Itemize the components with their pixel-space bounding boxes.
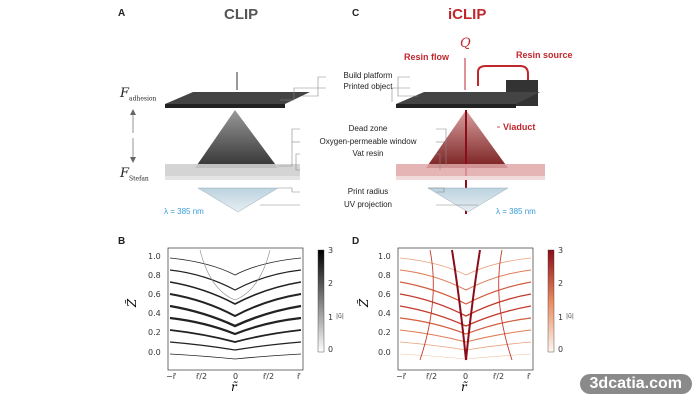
f-stefan-subscript: Stefan bbox=[129, 175, 149, 183]
plot-b-xlabel: r̃ bbox=[231, 380, 237, 394]
clip-vat-resin bbox=[165, 164, 300, 176]
panel-letter-c: C bbox=[352, 8, 360, 19]
plot-b-ytick: 0.4 bbox=[148, 309, 161, 318]
plot-b-cbar-tick: 0 bbox=[328, 345, 334, 354]
iclip-window bbox=[396, 176, 545, 180]
label-wavelength-iclip: λ = 385 nm bbox=[496, 207, 536, 216]
f-adhesion-subscript: adhesion bbox=[129, 95, 157, 103]
resin-tube bbox=[477, 65, 529, 86]
plot-d-xtick: 0 bbox=[463, 372, 469, 381]
plot-d-xtick: r̃ bbox=[527, 372, 531, 381]
label-build-platform: Build platform bbox=[343, 71, 393, 80]
plot-b-ytick: 0.6 bbox=[148, 290, 161, 299]
label-dead-zone: Dead zone bbox=[348, 124, 388, 133]
plot-b-ytick: 0.2 bbox=[148, 328, 161, 337]
plot-b-cbar-tick: 1 bbox=[328, 313, 334, 322]
label-q: Q bbox=[460, 36, 471, 51]
plot-d-ytick: 0.8 bbox=[378, 271, 391, 280]
f-stefan-label: FStefan bbox=[120, 166, 149, 183]
plot-b-ytick: 1.0 bbox=[148, 252, 161, 261]
label-vat-resin: Vat resin bbox=[352, 149, 384, 158]
plot-d bbox=[397, 247, 555, 371]
plot-d-ylabel: Z̃ bbox=[357, 298, 372, 308]
plot-d-ytick: 1.0 bbox=[378, 252, 391, 261]
iclip-platform-edge bbox=[396, 104, 516, 108]
clip-diagram bbox=[130, 72, 310, 213]
plot-d-cbar-tick: 0 bbox=[558, 345, 564, 354]
plot-b-xtick: r̃ bbox=[297, 372, 301, 381]
plot-d-ytick: 0.4 bbox=[378, 309, 391, 318]
plot-d-xtick: r̃/2 bbox=[493, 372, 505, 381]
label-printed-object: Printed object bbox=[343, 82, 393, 91]
plot-b-xtick: r̃/2 bbox=[196, 372, 208, 381]
leader-lines bbox=[260, 76, 478, 206]
label-viaduct: Viaduct bbox=[503, 122, 536, 132]
plot-b-cbar-label: |ũ| bbox=[336, 313, 344, 320]
plot-d-colorbar bbox=[547, 249, 555, 353]
clip-platform-edge bbox=[165, 104, 285, 108]
plot-b-xtick: −r̃ bbox=[166, 372, 176, 381]
plot-b-ytick: 0.0 bbox=[148, 348, 161, 357]
label-wavelength-clip: λ = 385 nm bbox=[164, 207, 204, 216]
iclip-uv-projection bbox=[427, 187, 509, 213]
plot-b-ylabel: Z̃ bbox=[125, 298, 140, 308]
plot-b bbox=[167, 247, 325, 371]
f-adhesion-label: Fadhesion bbox=[120, 86, 156, 103]
panel-letter-b: B bbox=[118, 236, 126, 247]
watermark-badge: 3dcatia.com bbox=[579, 374, 692, 394]
plot-b-xtick: r̃/2 bbox=[263, 372, 275, 381]
label-print-radius: Print radius bbox=[347, 187, 389, 196]
label-uv-projection: UV projection bbox=[343, 200, 393, 209]
plot-b-xtick: 0 bbox=[233, 372, 239, 381]
plot-b-colorbar bbox=[317, 249, 325, 353]
plot-d-ytick: 0.2 bbox=[378, 328, 391, 337]
panel-letter-a: A bbox=[118, 8, 126, 19]
plot-d-cbar-tick: 1 bbox=[558, 313, 564, 322]
f-adhesion-symbol: F bbox=[120, 86, 130, 101]
clip-build-platform bbox=[165, 92, 310, 104]
plot-d-cbar-tick: 2 bbox=[558, 279, 564, 288]
plot-b-cbar-tick: 2 bbox=[328, 279, 334, 288]
plot-d-xtick: r̃/2 bbox=[426, 372, 438, 381]
plot-d-ytick: 0.6 bbox=[378, 290, 391, 299]
clip-window bbox=[165, 176, 300, 180]
plot-d-streamlines bbox=[399, 249, 532, 361]
label-resin-flow: Resin flow bbox=[404, 52, 450, 62]
plot-d-xtick: −r̃ bbox=[396, 372, 406, 381]
f-stefan-symbol: F bbox=[120, 166, 130, 181]
clip-uv-projection bbox=[197, 187, 279, 213]
plot-d-ytick: 0.0 bbox=[378, 348, 391, 357]
force-arrowhead-down bbox=[130, 157, 136, 163]
iclip-diagram bbox=[396, 58, 545, 214]
plot-b-cbar-tick: 3 bbox=[328, 246, 334, 255]
clip-printed-object bbox=[195, 110, 278, 168]
label-oxygen-window: Oxygen-permeable window bbox=[319, 137, 417, 146]
plot-d-cbar-label: |ũ| bbox=[566, 313, 574, 320]
panel-letter-d: D bbox=[352, 236, 360, 247]
plot-d-xlabel: r̃ bbox=[461, 380, 467, 394]
label-resin-source: Resin source bbox=[516, 50, 573, 60]
iclip-build-platform bbox=[396, 92, 540, 104]
panel-title-iclip: iCLIP bbox=[448, 6, 487, 23]
force-arrowhead-up bbox=[130, 109, 136, 115]
plot-d-cbar-tick: 3 bbox=[558, 246, 564, 255]
plot-b-ytick: 0.8 bbox=[148, 271, 161, 280]
iclip-vat-resin bbox=[396, 164, 545, 176]
panel-title-clip: CLIP bbox=[224, 6, 259, 23]
plot-b-streamlines bbox=[169, 249, 302, 360]
